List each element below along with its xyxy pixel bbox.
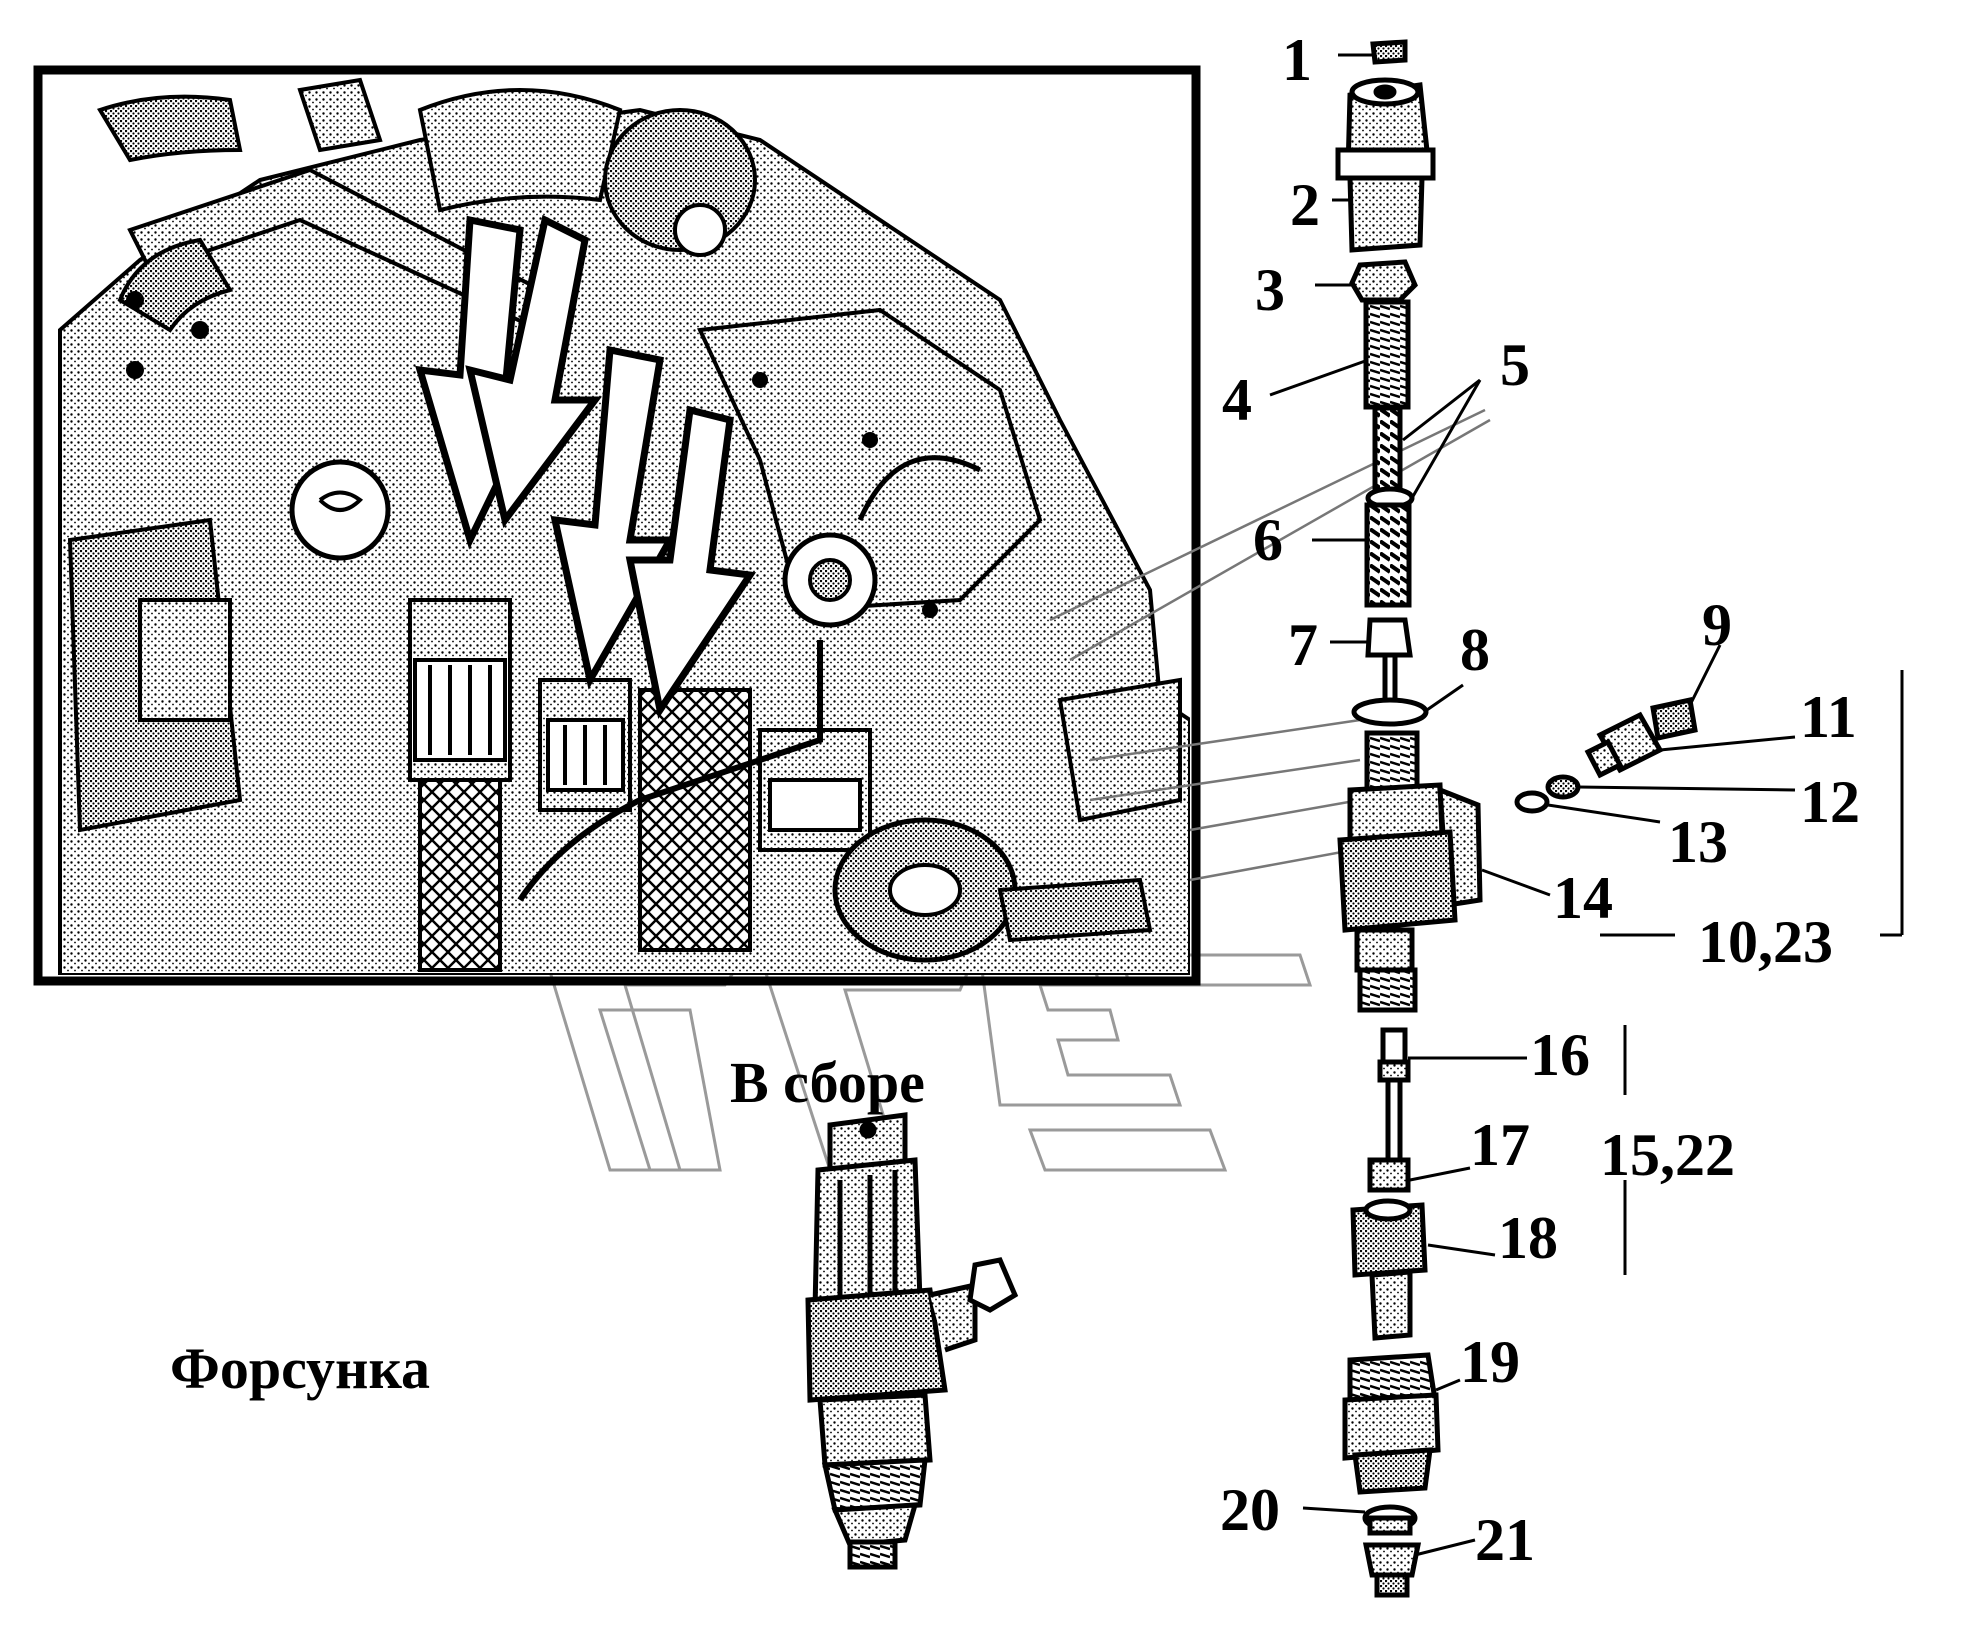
- callout-13: 13: [1668, 809, 1728, 875]
- callout-18: 18: [1498, 1205, 1558, 1271]
- part-8: [1351, 697, 1429, 727]
- callout-2: 2: [1290, 172, 1320, 238]
- callout-leaders: [1269, 53, 1904, 1557]
- callout-6: 6: [1253, 507, 1283, 573]
- callout-17: 17: [1470, 1112, 1530, 1178]
- callout-11: 11: [1800, 684, 1857, 750]
- callout-group-10-23: 10,23: [1698, 909, 1833, 975]
- callout-16: 16: [1530, 1022, 1590, 1088]
- part-13: [1514, 790, 1550, 814]
- injector-assembly-drawing: [805, 1112, 1019, 1570]
- callout-9: 9: [1702, 592, 1732, 658]
- callout-8: 8: [1460, 617, 1490, 683]
- callout-5: 5: [1500, 332, 1530, 398]
- exploded-parts-drawing: [1335, 39, 1698, 1598]
- part-1: [1370, 39, 1408, 65]
- part-14: [1364, 730, 1420, 796]
- callout-labels: 1 2 3 4 5 6 7 8 9 11 12 13 14 10,23 16 1…: [1220, 27, 1860, 1573]
- leader-fan: [1049, 408, 1491, 882]
- callout-1: 1: [1282, 27, 1312, 93]
- callout-19: 19: [1460, 1329, 1520, 1395]
- diagram-title: Форсунка: [170, 1336, 430, 1401]
- part-6: [1364, 502, 1412, 608]
- part-5: [1372, 405, 1403, 496]
- callout-20: 20: [1220, 1477, 1280, 1543]
- callout-12: 12: [1800, 769, 1860, 835]
- callout-14: 14: [1553, 865, 1613, 931]
- part-21: [1362, 1542, 1422, 1578]
- watermark-logo: [542, 953, 1313, 1172]
- captions: В сборе Форсунка: [170, 1050, 925, 1401]
- callout-3: 3: [1255, 257, 1285, 323]
- part-12: [1545, 774, 1581, 800]
- part-3: [1349, 259, 1418, 303]
- part-9: [1650, 697, 1698, 741]
- callout-7: 7: [1288, 612, 1318, 678]
- engine-illustration: [33, 65, 1201, 986]
- callout-group-15-22: 15,22: [1600, 1122, 1735, 1188]
- callout-4: 4: [1222, 367, 1252, 433]
- assembly-label: В сборе: [730, 1050, 925, 1115]
- part-4: [1363, 299, 1411, 410]
- part-17: [1367, 1157, 1411, 1193]
- part-7: [1365, 617, 1413, 658]
- callout-21: 21: [1475, 1507, 1535, 1573]
